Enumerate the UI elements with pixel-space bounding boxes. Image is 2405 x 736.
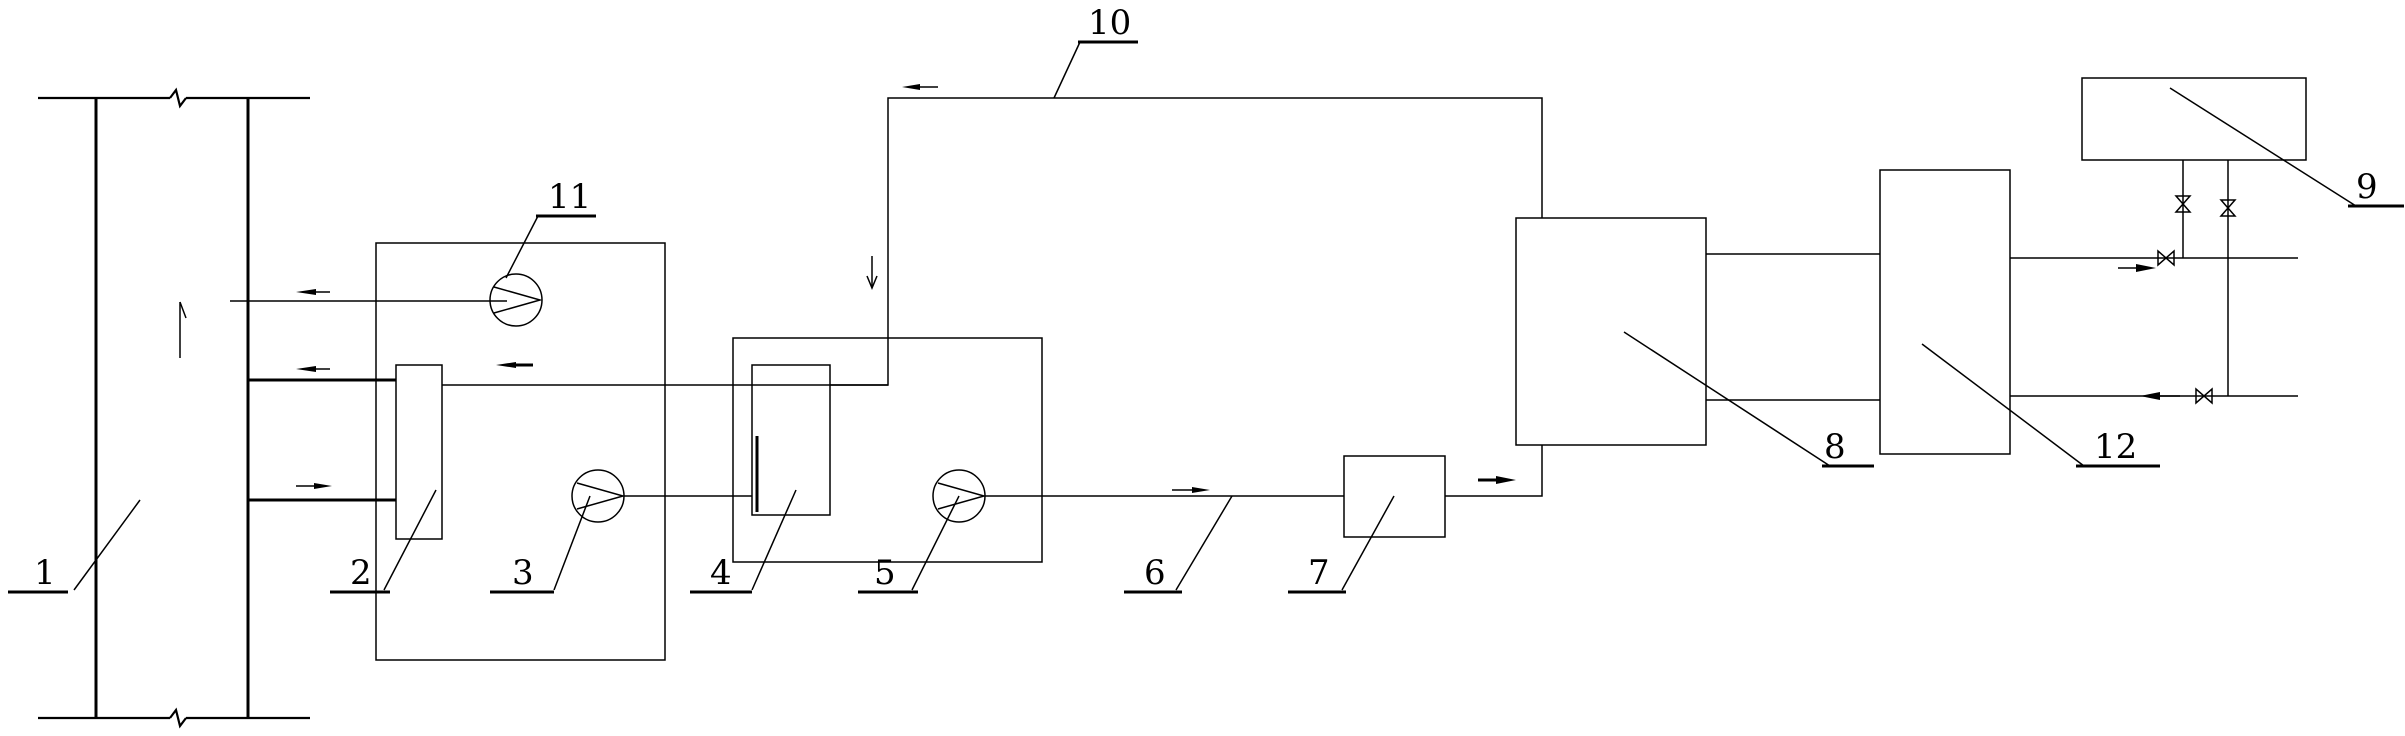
label-12: 12 [2094, 427, 2137, 467]
labels: 1 2 3 4 5 6 7 8 9 10 11 12 [34, 3, 2378, 593]
flow-arrow-icon [2136, 264, 2156, 272]
label-4: 4 [710, 553, 732, 593]
tank-9 [2081, 77, 2307, 161]
flow-arrow-icon [296, 366, 316, 372]
flow-arrow-icon [902, 84, 920, 90]
valve-icon [2174, 195, 2192, 213]
pipe-7-to-8 [1445, 445, 1543, 497]
label-8: 8 [1824, 427, 1846, 467]
exchanger-2 [395, 364, 443, 540]
valve-icon [2219, 199, 2237, 217]
pump-3 [571, 469, 626, 523]
valve-icon [2195, 387, 2213, 405]
pump-icon [489, 273, 543, 327]
label-6: 6 [1144, 553, 1166, 593]
heat-pump-8 [1515, 217, 1707, 446]
break-symbol-icon [169, 87, 187, 109]
label-11: 11 [548, 177, 591, 217]
pump-icon [571, 469, 625, 523]
flow-arrow-icon [496, 362, 516, 368]
label-3: 3 [512, 553, 534, 593]
shaft-1 [38, 87, 310, 729]
pump-11 [489, 273, 543, 327]
label-10: 10 [1088, 3, 1131, 43]
flow-arrow-icon [314, 483, 332, 489]
valves [2157, 195, 2237, 405]
flow-arrow-icon [1496, 476, 1516, 484]
flow-arrow-icon [2140, 392, 2160, 400]
label-9: 9 [2356, 167, 2378, 207]
leaders [8, 40, 2404, 594]
break-symbol-icon [169, 707, 187, 729]
shaft-connections [230, 289, 507, 502]
unit-box-2-3-11 [375, 242, 666, 661]
outlet-pipes [2010, 160, 2298, 400]
pipe-6 [985, 487, 1344, 497]
flow-arrow-icon [296, 289, 316, 295]
label-1: 1 [34, 553, 56, 593]
label-5: 5 [874, 553, 896, 593]
flow-arrow-icon [179, 301, 187, 319]
flow-arrow-icon [1192, 487, 1210, 493]
exchanger-4 [751, 364, 831, 516]
exchanger-12 [1879, 169, 2011, 455]
pipe-10 [830, 84, 1543, 386]
valve-icon [2157, 249, 2175, 267]
label-2: 2 [350, 553, 372, 593]
label-7: 7 [1308, 553, 1330, 593]
